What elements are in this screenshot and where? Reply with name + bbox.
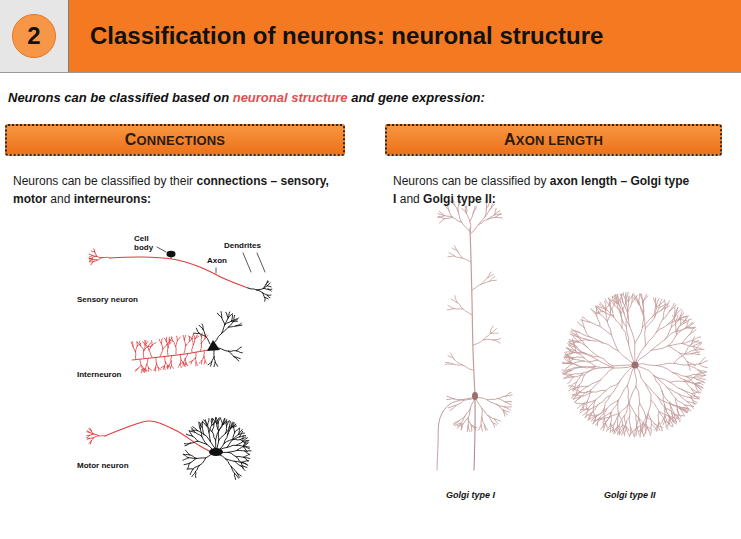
node-text: 2 [27, 22, 40, 50]
section-header-box: AXON LENGTH [385, 124, 722, 156]
text-run: Golgi type II: [423, 192, 496, 206]
dendrite-branches [193, 312, 242, 367]
section-header-box: CONNECTIONS [5, 124, 345, 156]
motor-neuron-drawing [87, 417, 251, 479]
circle-fill [12, 14, 55, 57]
neuron-type-label: Sensory neuron [77, 295, 177, 304]
node-text: CONNECTIONS [125, 131, 225, 149]
header-rule [0, 72, 741, 73]
neuron-type-label: Interneuron [77, 370, 177, 379]
basal-dendrites [447, 393, 512, 432]
section-number-circle: 2 [12, 14, 56, 58]
part-label: Dendrites [224, 241, 284, 250]
dendrite-branches [183, 417, 251, 479]
label-holder: Motor neuron [77, 461, 177, 470]
label-holder: Golgi type II [604, 490, 684, 501]
oblique-dendrites [445, 246, 500, 370]
golgi-type-2-drawing [562, 292, 708, 437]
dendrite-branches [562, 292, 708, 437]
leader-line [157, 247, 166, 252]
cell-body [632, 362, 639, 369]
intro-sentence: Neurons can be classified based on neuron… [8, 88, 733, 106]
label-holder: Sensory neuron [77, 295, 177, 304]
golgi-type-label: Golgi type I [446, 490, 526, 501]
golgi-type-1-drawing [437, 198, 512, 470]
part-label: Axon [207, 256, 247, 265]
axon-terminal-branches [87, 428, 105, 444]
sensory-neuron-drawing [89, 247, 272, 301]
label-holder: Axon [207, 256, 247, 265]
cell-body [472, 392, 478, 400]
interneuron-drawing [131, 312, 242, 373]
label-holder: Cell body [134, 234, 160, 252]
node-text: AXON LENGTH [504, 131, 603, 149]
axon-line [474, 400, 475, 470]
leader-line [216, 268, 217, 273]
text-run: Neurons can be classified based on [8, 90, 229, 105]
label-holder: Dendrites [224, 241, 284, 250]
dendrite-branches [89, 249, 110, 265]
text-run: interneurons: [74, 192, 151, 206]
cell-body [167, 251, 176, 257]
text-run: and [50, 192, 70, 206]
axon-line [105, 421, 211, 452]
label-holder: Golgi type I [446, 490, 526, 501]
leader-line [257, 253, 265, 272]
text-run: Neurons can be classified by [393, 174, 546, 188]
golgi-type-label: Golgi type II [604, 490, 684, 501]
slide-title: Classification of neurons: neuronal stru… [90, 22, 603, 50]
title-holder: Classification of neurons: neuronal stru… [90, 0, 603, 72]
description-text: Neurons can be classified byaxon length … [393, 171, 733, 207]
part-label: Cell body [134, 234, 160, 252]
text-run: and gene expression: [351, 90, 485, 105]
axon-terminal-branches [248, 281, 272, 301]
cell-body [209, 448, 223, 456]
text-run: neuronal structure [233, 90, 348, 105]
axon-collaterals [131, 333, 208, 373]
text-run: and [400, 192, 420, 206]
neuron-type-label: Motor neuron [77, 461, 177, 470]
description-text: Neurons can be classified by theirconnec… [13, 171, 353, 207]
leader-line [243, 253, 251, 272]
long-basal-dendrite [437, 398, 472, 470]
label-holder: Interneuron [77, 370, 177, 379]
text-run: Neurons can be classified by their [13, 174, 193, 188]
axon-line [110, 257, 248, 288]
